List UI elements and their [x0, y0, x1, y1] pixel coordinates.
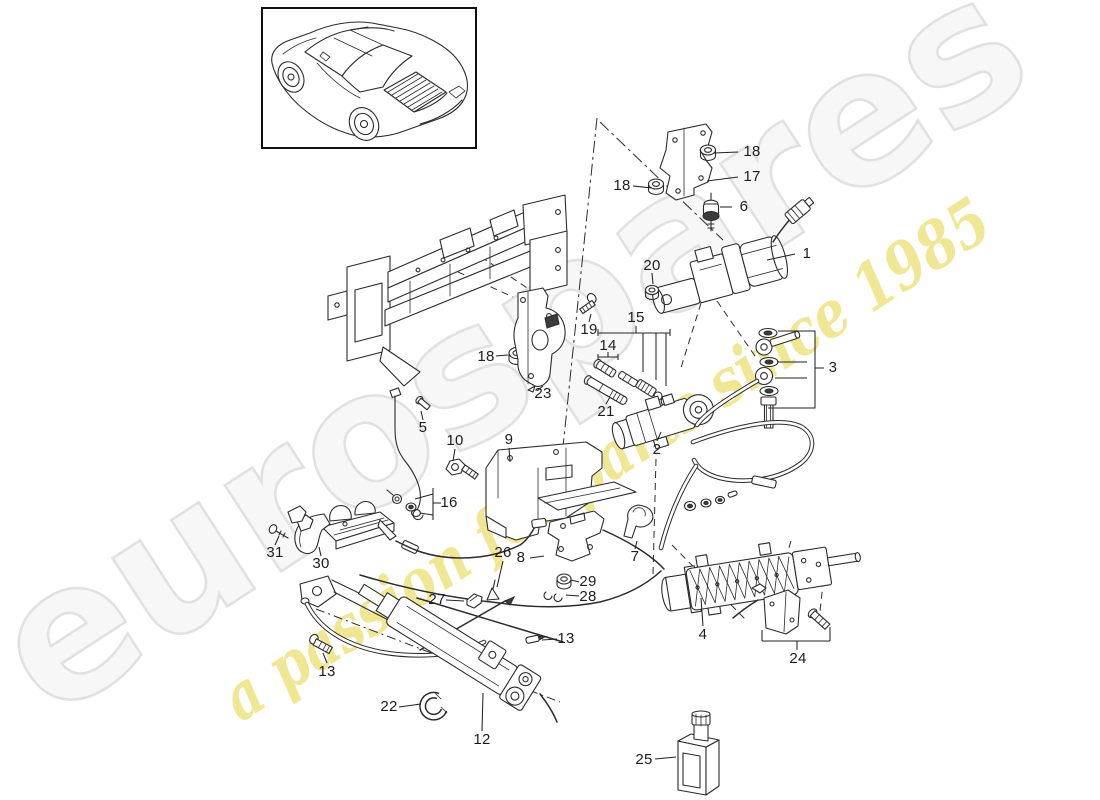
part-callout-10: 10 — [446, 431, 464, 449]
rod-5 — [389, 387, 431, 518]
mounting-bracket-17 — [659, 123, 713, 201]
clamp-27 — [466, 593, 483, 609]
clamp-7 — [623, 504, 654, 539]
part-callout-18: 18 — [743, 142, 761, 160]
transmission-4 — [661, 542, 861, 616]
hydraulic-hose — [658, 378, 815, 551]
part-callout-30: 30 — [312, 554, 330, 572]
support-bracket-9 — [485, 441, 637, 541]
rubber-mount-6 — [702, 192, 720, 232]
part-callout-4: 4 — [698, 625, 708, 643]
bracket-23 — [513, 287, 566, 393]
part-callout-2: 2 — [652, 440, 662, 458]
guide-rail-30 — [321, 501, 419, 554]
master-valve-2 — [611, 393, 715, 450]
part-callout-28: 28 — [579, 587, 597, 605]
part-callout-5: 5 — [418, 418, 428, 436]
fluid-bottle-25 — [677, 710, 720, 796]
cylinder-cable-end — [539, 693, 558, 723]
cable-latch-8 — [531, 510, 605, 562]
part-callout-3: 3 — [828, 358, 838, 376]
nut-29 — [556, 573, 572, 590]
part-callout-18: 18 — [477, 347, 495, 365]
part-callout-13: 13 — [318, 662, 336, 680]
part-callout-20: 20 — [643, 256, 661, 274]
part-callout-26: 26 — [494, 543, 512, 561]
piston-bolt-14 — [593, 358, 617, 378]
part-callout-15: 15 — [627, 308, 645, 326]
pivot-bracket — [299, 575, 337, 608]
grommets-16 — [386, 489, 424, 521]
washers-near-4 — [683, 490, 738, 512]
part-callout-29: 29 — [579, 572, 597, 590]
part-callout-24: 24 — [789, 649, 807, 667]
part-callout-9: 9 — [504, 430, 514, 448]
power-connector — [784, 196, 815, 225]
part-callout-16: 16 — [440, 493, 458, 511]
part-callout-27: 27 — [428, 590, 446, 608]
porsche-911-icon — [271, 21, 469, 141]
hydraulic-cylinder-12 — [357, 583, 542, 711]
ferrule-13-right — [525, 634, 548, 644]
part-callout-21: 21 — [597, 402, 615, 420]
nut-20 — [644, 284, 660, 301]
car-thumbnail-box — [261, 7, 477, 149]
nut-18-top — [699, 144, 717, 162]
part-callout-8: 8 — [516, 548, 526, 566]
nut-18-left — [647, 178, 665, 196]
screw-31 — [268, 524, 289, 539]
clip-28 — [543, 591, 563, 602]
cable-clip-26 — [486, 579, 500, 601]
part-callout-25: 25 — [635, 750, 653, 768]
part-callout-22: 22 — [380, 697, 398, 715]
part-callout-7: 7 — [630, 547, 640, 565]
part-callout-6: 6 — [739, 197, 749, 215]
part-callout-23: 23 — [534, 384, 552, 402]
part-callout-1: 1 — [802, 244, 812, 262]
leader-lines — [274, 151, 831, 760]
part-callout-12: 12 — [473, 730, 491, 748]
retaining-clip-22 — [419, 691, 448, 721]
part-callout-19: 19 — [580, 320, 598, 338]
top-storage-frame — [327, 194, 568, 387]
part-callout-18: 18 — [613, 176, 631, 194]
screw-13-left — [309, 633, 333, 655]
screw-19 — [579, 293, 597, 315]
bolt-10 — [445, 458, 479, 480]
part-callout-14: 14 — [599, 336, 617, 354]
part-callout-31: 31 — [266, 543, 284, 561]
bracket-31 — [287, 505, 307, 524]
control-cables — [359, 524, 665, 651]
pin-21 — [583, 375, 628, 405]
banjo-fitting-set-3 — [754, 327, 801, 429]
microswitch-bracket-24 — [732, 583, 831, 635]
part-callout-13: 13 — [557, 629, 575, 647]
part-callout-17: 17 — [743, 167, 761, 185]
